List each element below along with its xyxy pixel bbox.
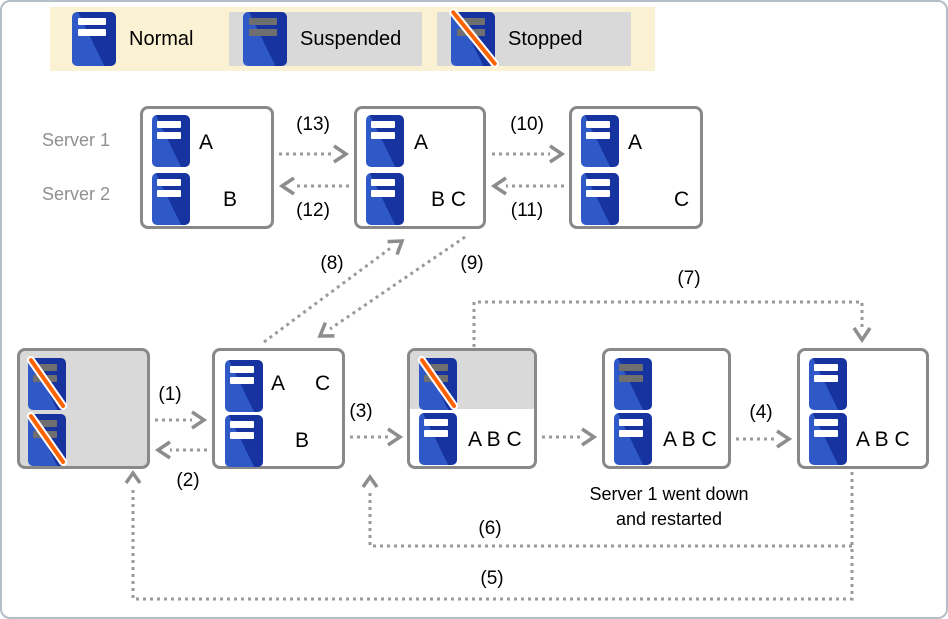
arrowhead xyxy=(387,239,405,256)
legend-item-normal: Normal xyxy=(72,12,193,66)
group-label: A xyxy=(628,131,643,154)
state-box-b1-stopped xyxy=(17,348,150,469)
server-stopped-icon xyxy=(28,358,66,410)
legend: Normal Suspended Stopped xyxy=(50,7,655,71)
arrow-label-13: (13) xyxy=(296,114,330,135)
server-normal-icon xyxy=(581,115,619,167)
state-box-t2: A B C xyxy=(354,106,486,229)
legend-label-stopped: Stopped xyxy=(508,27,583,50)
arrowhead xyxy=(278,176,295,196)
group-label: B xyxy=(223,188,238,211)
group-label: A B C xyxy=(856,428,910,451)
state-box-b2: A C B xyxy=(212,348,345,469)
group-label: A xyxy=(199,131,214,154)
server-normal-icon xyxy=(614,413,652,465)
annotation-line2: and restarted xyxy=(615,509,723,529)
server-normal-icon xyxy=(72,12,116,66)
server-suspended-icon xyxy=(243,12,287,66)
arrow-label-4: (4) xyxy=(749,402,773,423)
server-suspended-icon xyxy=(614,358,652,410)
server-stopped-icon xyxy=(28,414,66,466)
server-normal-icon xyxy=(809,358,847,410)
arrowhead xyxy=(124,469,142,485)
server-normal-icon xyxy=(366,115,404,167)
legend-label-normal: Normal xyxy=(129,27,194,50)
arrowhead xyxy=(387,427,404,447)
state-box-b5: A B C xyxy=(797,348,929,469)
arrow-label-11: (11) xyxy=(510,200,544,221)
row-label-server2: Server 2 xyxy=(42,184,111,204)
arrow-label-2: (2) xyxy=(176,470,200,491)
state-box-b3: A B C xyxy=(407,348,537,469)
group-label: A B C xyxy=(663,428,717,451)
server-normal-icon xyxy=(809,413,847,465)
annotation-line1: Server 1 went down xyxy=(589,484,749,504)
group-label: A B C xyxy=(468,428,522,451)
server-stopped-icon xyxy=(451,12,495,66)
annotation-note: Server 1 went down and restarted xyxy=(570,482,768,532)
state-box-b4: A B C xyxy=(602,348,731,469)
arrow-label-9: (9) xyxy=(460,253,484,274)
group-label: B C xyxy=(431,188,467,211)
arrow-label-3: (3) xyxy=(349,401,373,422)
arrow-label-10: (10) xyxy=(510,114,544,135)
group-label: A xyxy=(414,131,429,154)
arrow-7 xyxy=(472,300,864,347)
group-label: A xyxy=(271,372,286,395)
group-label: C xyxy=(315,372,331,395)
legend-item-suspended: Suspended xyxy=(229,12,422,66)
state-box-t3: A C xyxy=(569,106,703,229)
arrow-label-6: (6) xyxy=(478,518,502,539)
arrowhead xyxy=(490,176,507,196)
arrowhead xyxy=(581,427,598,447)
server-normal-icon xyxy=(366,173,404,225)
arrowhead xyxy=(191,410,208,430)
server-normal-icon xyxy=(581,173,619,225)
server-normal-icon xyxy=(152,173,190,225)
row-label-server1: Server 1 xyxy=(42,130,111,150)
arrowhead xyxy=(549,144,566,164)
server-normal-icon xyxy=(225,415,263,467)
arrowhead xyxy=(333,144,350,164)
arrow-label-12: (12) xyxy=(296,200,330,221)
arrowhead xyxy=(852,327,872,344)
arrow-label-5: (5) xyxy=(480,568,504,589)
arrowhead xyxy=(361,473,379,489)
state-box-t1: A B xyxy=(140,106,274,229)
group-label: C xyxy=(674,188,690,211)
arrowhead xyxy=(154,440,171,460)
arrow-label-8: (8) xyxy=(320,253,344,274)
server-stopped-icon xyxy=(419,358,457,410)
legend-item-stopped: Stopped xyxy=(437,12,631,66)
arrow-label-7: (7) xyxy=(677,268,701,289)
arrow-label-1: (1) xyxy=(158,384,182,405)
server-normal-icon xyxy=(419,413,457,465)
arrow-9 xyxy=(329,235,466,331)
legend-label-suspended: Suspended xyxy=(300,27,402,50)
server-normal-icon xyxy=(225,360,263,412)
group-label: B xyxy=(295,429,310,452)
arrowhead xyxy=(776,429,793,449)
server-normal-icon xyxy=(152,115,190,167)
arrowhead xyxy=(317,321,335,338)
